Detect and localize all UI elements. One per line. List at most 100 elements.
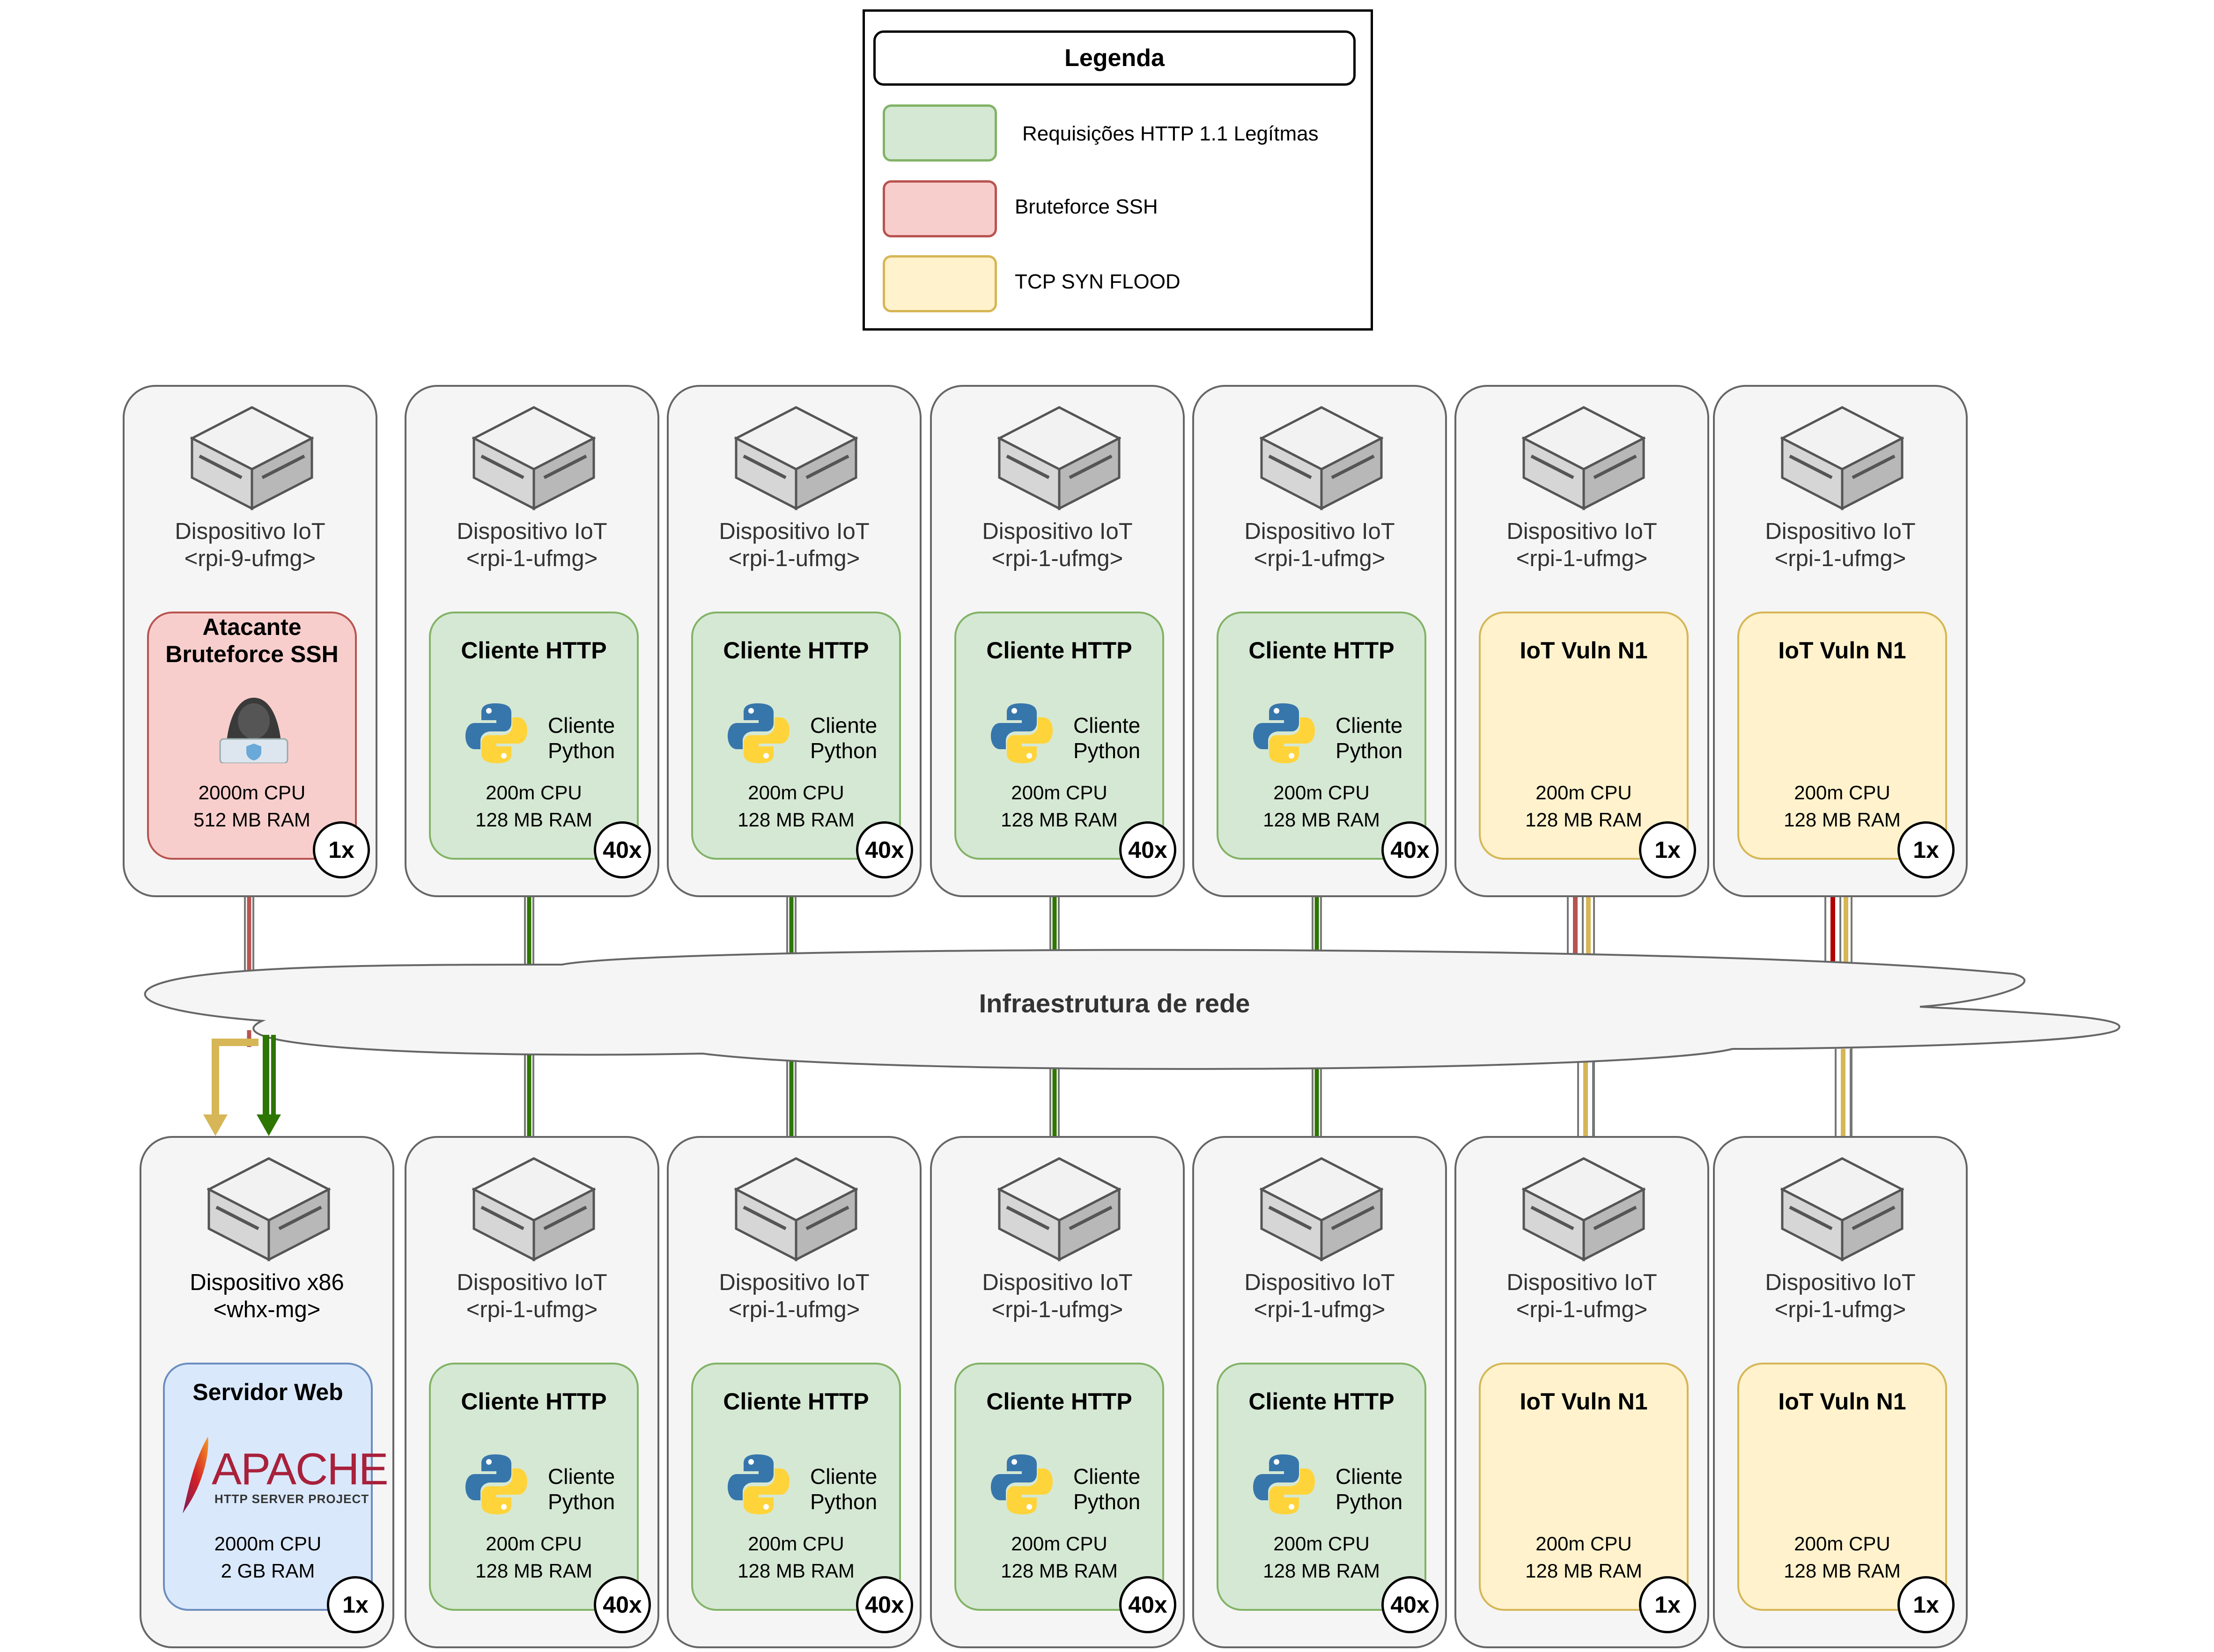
- legend-swatch-ssh: [883, 180, 997, 237]
- syn-arrowhead-server: [203, 1114, 228, 1136]
- server-box-icon: [733, 406, 859, 511]
- count-badge: 40x: [594, 821, 651, 878]
- server-box-icon: [1521, 406, 1646, 511]
- client-label: Cliente Python: [548, 713, 615, 763]
- client-title: Cliente HTTP: [986, 637, 1132, 664]
- count-badge: 1x: [1639, 1576, 1696, 1633]
- device-label: Dispositivo IoT<rpi-1-ufmg>: [719, 1270, 870, 1322]
- server-box-icon: [1259, 406, 1384, 511]
- vuln-title: IoT Vuln N1: [1778, 637, 1906, 664]
- server-container: Servidor Web APACHE HTTP SERVER PROJECT …: [163, 1363, 389, 1611]
- device-label: Dispositivo IoT<rpi-1-ufmg>: [1765, 519, 1916, 571]
- http-arrowhead-server: [257, 1114, 281, 1136]
- apache-logo-text: APACHE: [212, 1444, 389, 1494]
- vuln-title: IoT Vuln N1: [1520, 637, 1648, 664]
- node-bottom-client-1: Dispositivo IoT<rpi-1-ufmg> Cliente HTTP…: [405, 1136, 659, 1648]
- python-logo-icon: [989, 1452, 1055, 1517]
- legend-title: Legenda: [873, 30, 1356, 86]
- count-badge: 1x: [327, 1576, 384, 1633]
- server-box-icon: [189, 406, 315, 511]
- node-top-client-4: Dispositivo IoT<rpi-1-ufmg> Cliente HTTP…: [1192, 385, 1447, 897]
- server-box-icon: [1521, 1157, 1646, 1262]
- count-badge: 1x: [1639, 821, 1696, 878]
- apache-feather-icon: [183, 1437, 208, 1513]
- cloud-shape: [144, 949, 2120, 1070]
- node-bottom-client-4: Dispositivo IoT<rpi-1-ufmg> Cliente HTTP…: [1192, 1136, 1447, 1648]
- server-title: Servidor Web: [192, 1379, 343, 1405]
- device-label: Dispositivo IoT<rpi-1-ufmg>: [1244, 1270, 1395, 1322]
- python-logo-icon: [726, 1452, 791, 1517]
- python-logo-icon: [464, 701, 529, 766]
- server-box-icon: [1259, 1157, 1384, 1262]
- client-label: Cliente Python: [1336, 1464, 1403, 1514]
- client-title: Cliente HTTP: [986, 1388, 1132, 1415]
- attacker-title: Atacante Bruteforce SSH: [165, 614, 339, 667]
- client-label: Cliente Python: [810, 1464, 878, 1514]
- client-label: Cliente Python: [1336, 713, 1403, 763]
- server-box-icon: [996, 406, 1122, 511]
- node-top-attacker: Dispositivo IoT<rpi-9-ufmg> Atacante Bru…: [123, 385, 377, 897]
- vuln-title: IoT Vuln N1: [1778, 1388, 1906, 1415]
- syn-arrow-to-server: [212, 1039, 258, 1114]
- device-label: Dispositivo IoT<rpi-9-ufmg>: [175, 519, 325, 571]
- apache-logo-subtitle: HTTP SERVER PROJECT: [214, 1492, 369, 1506]
- device-label: Dispositivo IoT<rpi-1-ufmg>: [457, 1270, 607, 1322]
- device-label: Dispositivo IoT<rpi-1-ufmg>: [982, 519, 1133, 571]
- python-logo-icon: [1251, 701, 1317, 766]
- node-top-vuln-2: Dispositivo IoT<rpi-1-ufmg> IoT Vuln N1 …: [1713, 385, 1968, 897]
- count-badge: 40x: [856, 1576, 913, 1633]
- legend-label-http: Requisições HTTP 1.1 Legítmas: [1022, 122, 1319, 145]
- device-label: Dispositivo IoT<rpi-1-ufmg>: [719, 519, 870, 571]
- server-box-icon: [1779, 406, 1905, 511]
- server-box-icon: [206, 1157, 332, 1262]
- client-title: Cliente HTTP: [723, 637, 869, 664]
- device-label: Dispositivo IoT<rpi-1-ufmg>: [1506, 519, 1657, 571]
- client-label: Cliente Python: [548, 1464, 615, 1514]
- device-label: Dispositivo IoT<rpi-1-ufmg>: [457, 519, 607, 571]
- server-box-icon: [996, 1157, 1122, 1262]
- vuln-title: IoT Vuln N1: [1520, 1388, 1648, 1415]
- server-box-icon: [471, 406, 597, 511]
- count-badge: 40x: [1119, 821, 1176, 878]
- node-top-client-1: Dispositivo IoT<rpi-1-ufmg> Cliente HTTP…: [405, 385, 659, 897]
- hacker-icon: [219, 698, 288, 763]
- device-label: Dispositivo IoT<rpi-1-ufmg>: [982, 1270, 1133, 1322]
- client-label: Cliente Python: [810, 713, 878, 763]
- count-badge: 40x: [856, 821, 913, 878]
- count-badge: 1x: [1897, 821, 1955, 878]
- node-top-client-3: Dispositivo IoT<rpi-1-ufmg> Cliente HTTP…: [930, 385, 1185, 897]
- legend-label-syn: TCP SYN FLOOD: [1015, 270, 1181, 293]
- device-label: Dispositivo IoT<rpi-1-ufmg>: [1506, 1270, 1657, 1322]
- count-badge: 40x: [1119, 1576, 1176, 1633]
- node-top-vuln-1: Dispositivo IoT<rpi-1-ufmg> IoT Vuln N1 …: [1454, 385, 1709, 897]
- server-box-icon: [1779, 1157, 1905, 1262]
- server-box-icon: [471, 1157, 597, 1262]
- python-logo-icon: [989, 701, 1055, 766]
- node-bottom-vuln-2: Dispositivo IoT<rpi-1-ufmg> IoT Vuln N1 …: [1713, 1136, 1968, 1648]
- client-title: Cliente HTTP: [1248, 637, 1395, 664]
- legend: Legenda Requisições HTTP 1.1 Legítmas Br…: [863, 9, 1373, 331]
- network-label: Infraestrutura de rede: [979, 988, 1250, 1018]
